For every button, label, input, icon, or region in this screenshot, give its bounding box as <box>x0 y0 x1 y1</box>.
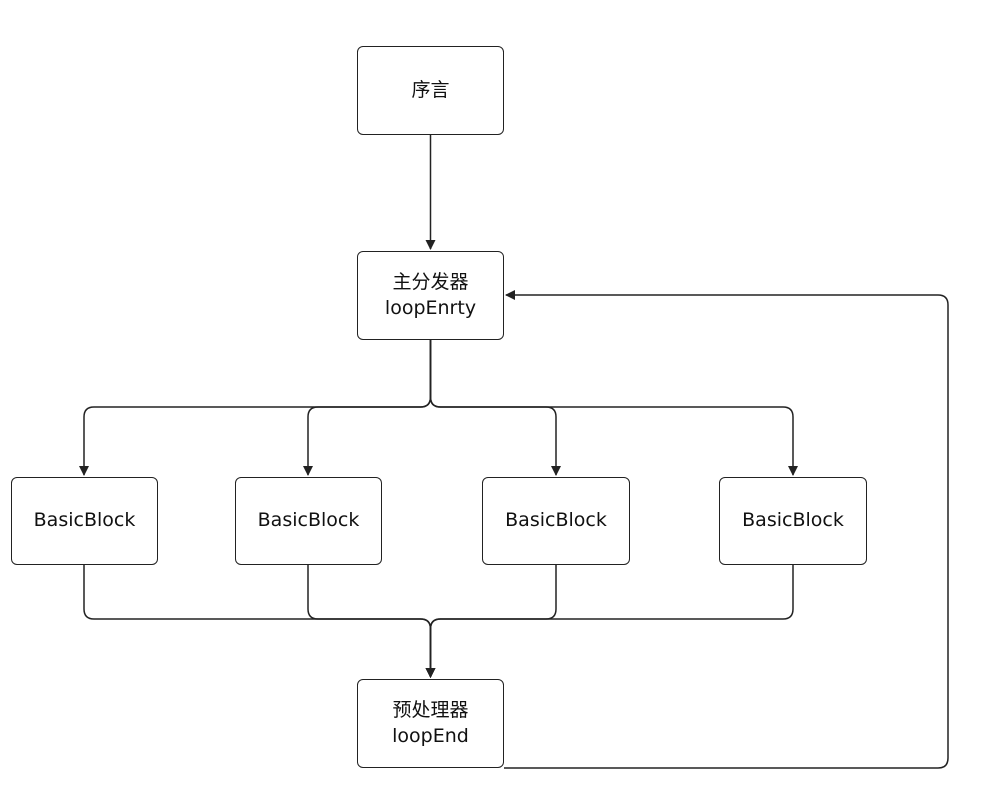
basic-block-label-4: BasicBlock <box>742 509 844 532</box>
basic-block-label-3: BasicBlock <box>505 509 607 532</box>
preprocessor-title: 预处理器 <box>392 698 469 721</box>
edge-block-4-to-preprocessor <box>425 565 794 678</box>
edge-block-3-to-preprocessor <box>425 565 557 678</box>
preprocessor-node: 预处理器 loopEnd <box>357 679 504 768</box>
edge-preprocessor-to-dispatcher <box>504 290 949 769</box>
basic-block-node-1: BasicBlock <box>11 477 158 565</box>
edge-block-2-to-preprocessor <box>307 565 436 678</box>
basic-block-label-2: BasicBlock <box>257 509 360 532</box>
edge-block-1-to-preprocessor <box>83 565 436 678</box>
preprocessor-subtitle: loopEnd <box>392 724 469 747</box>
edge-dispatcher-to-block-4 <box>429 340 798 476</box>
basic-block-node-4: BasicBlock <box>719 477 867 565</box>
basic-block-node-3: BasicBlock <box>482 477 630 565</box>
basic-block-label-1: BasicBlock <box>33 509 136 532</box>
dispatcher-title: 主分发器 <box>392 270 469 293</box>
dispatcher-subtitle: loopEnrty <box>384 296 477 319</box>
basic-block-node-2: BasicBlock <box>235 477 382 565</box>
edge-dispatcher-to-block-2 <box>303 340 432 476</box>
dispatcher-node: 主分发器 loopEnrty <box>357 251 504 340</box>
prologue-label: 序言 <box>411 78 450 101</box>
prologue-node: 序言 <box>357 46 504 135</box>
